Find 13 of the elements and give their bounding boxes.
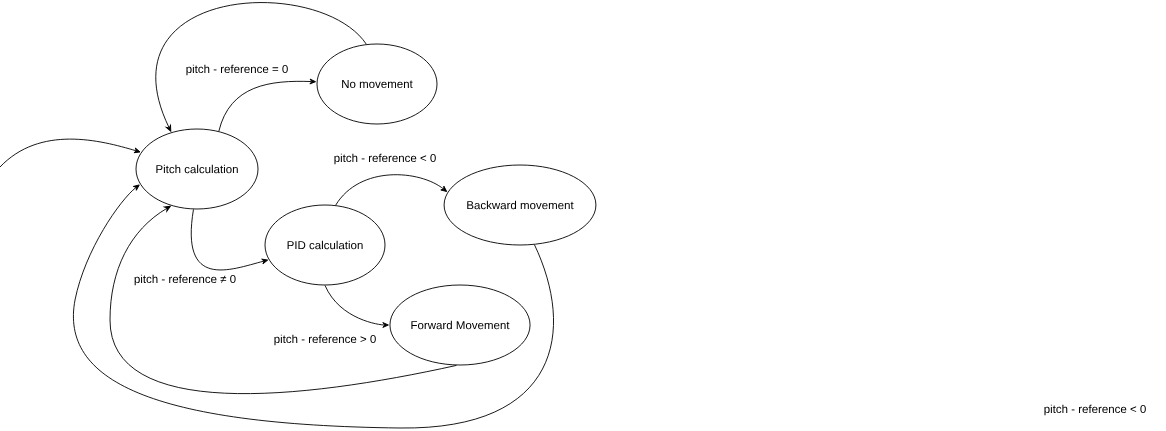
arrow	[156, 2, 367, 132]
note-label: pitch - reference < 0	[1044, 404, 1146, 416]
arrow	[218, 78, 316, 132]
arrow	[324, 285, 389, 328]
edge-label: pitch - reference = 0	[184, 63, 290, 77]
arrow	[335, 174, 448, 206]
edge-label: pitch - reference > 0	[272, 333, 378, 347]
edge-label: pitch - reference ≠ 0	[132, 273, 238, 287]
edge-label: pitch - reference < 0	[332, 152, 438, 166]
arrow	[0, 138, 141, 168]
arrow	[73, 184, 554, 429]
arrow	[109, 205, 457, 394]
arrow	[190, 208, 269, 271]
